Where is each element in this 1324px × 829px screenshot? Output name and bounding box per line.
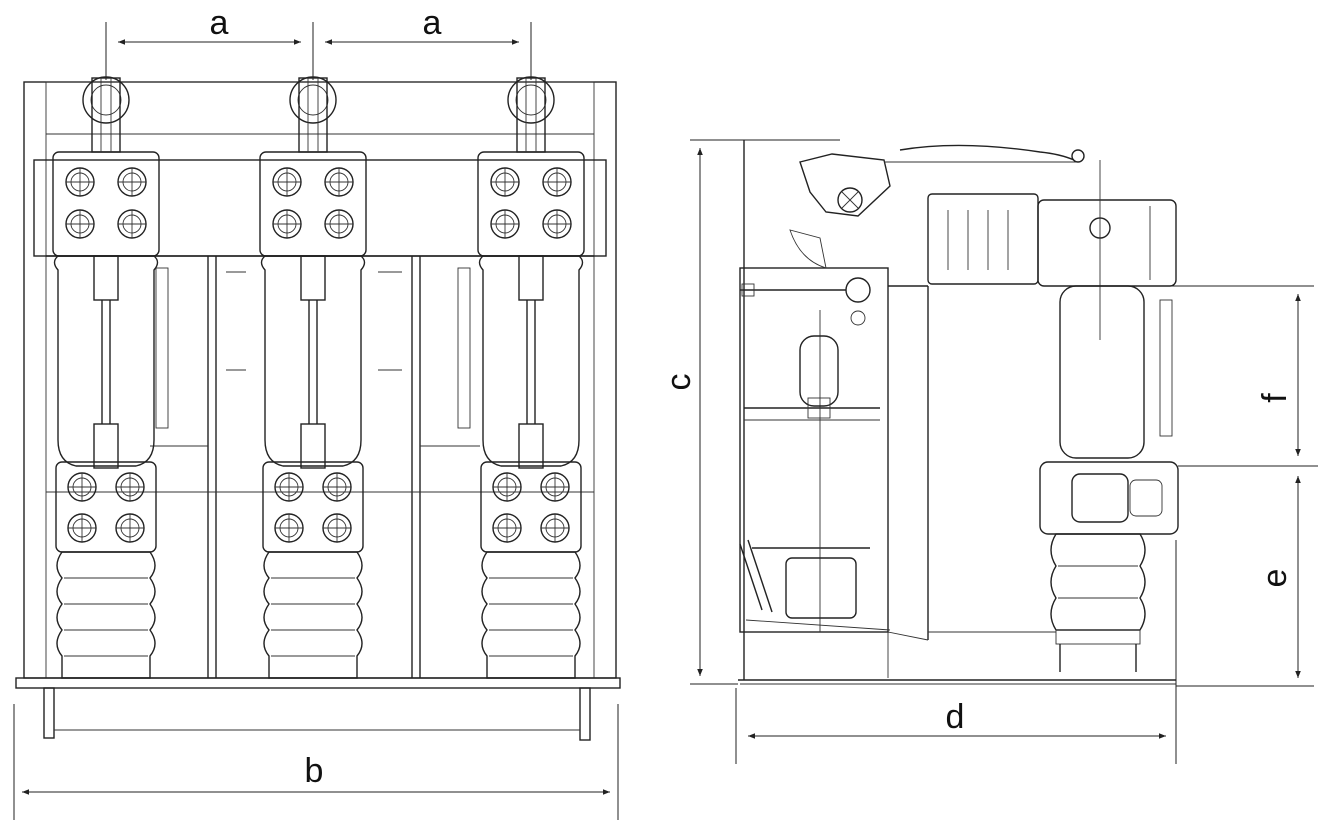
label-f: f (1256, 393, 1294, 403)
label-c: c (660, 374, 698, 391)
front-view (15, 77, 621, 741)
dimension-d (735, 540, 1177, 764)
dimension-e (1176, 476, 1314, 687)
label-d: d (946, 698, 965, 736)
label-e: e (1256, 569, 1294, 588)
label-a-left: a (210, 4, 229, 42)
dimension-c (690, 139, 840, 685)
dimension-a (105, 22, 532, 80)
label-a-right: a (423, 4, 442, 42)
dimension-b (13, 704, 619, 820)
side-view (738, 140, 1179, 685)
label-b: b (305, 752, 324, 790)
dimension-f (1144, 285, 1318, 467)
